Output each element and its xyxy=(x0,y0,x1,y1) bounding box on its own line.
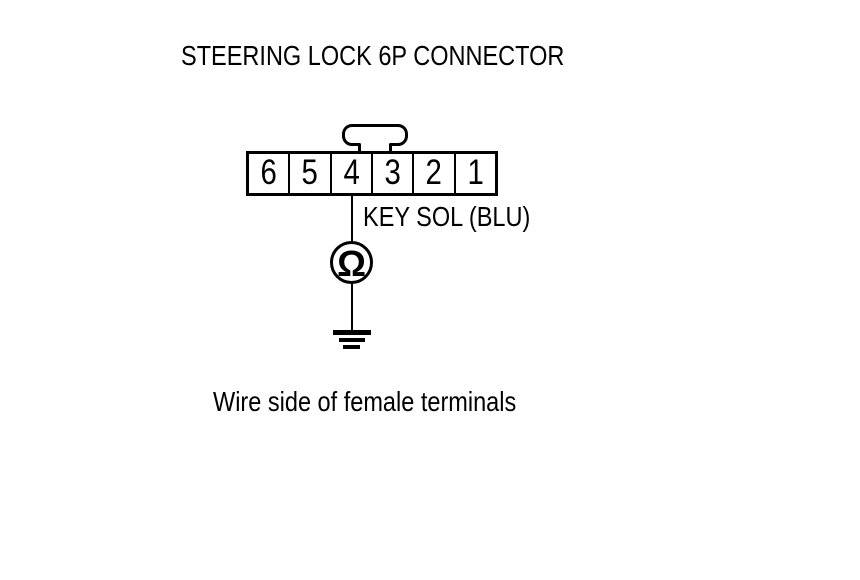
ohmmeter-icon: Ω xyxy=(330,241,373,284)
pin-cell-2: 2 xyxy=(414,153,456,193)
wire-label: KEY SOL (BLU) xyxy=(363,201,531,232)
pin-number: 6 xyxy=(260,153,277,192)
pin-cell-3: 3 xyxy=(373,153,415,193)
pin-cell-1: 1 xyxy=(456,154,495,193)
ground-icon xyxy=(339,338,365,342)
connector-body: 6 5 4 3 2 1 xyxy=(246,151,498,196)
diagram-title: STEERING LOCK 6P CONNECTOR xyxy=(181,40,565,71)
pin-number: 4 xyxy=(343,153,360,192)
ground-icon xyxy=(333,330,371,335)
pin-cell-5: 5 xyxy=(290,153,332,193)
ohm-symbol: Ω xyxy=(337,242,366,284)
wire-segment-lower xyxy=(351,283,353,331)
pin-cell-4: 4 xyxy=(332,154,373,193)
wire-segment-upper xyxy=(351,195,353,242)
pin-number: 5 xyxy=(301,153,319,192)
pin-number: 1 xyxy=(467,153,484,192)
ground-icon xyxy=(343,345,360,349)
pin-cell-6: 6 xyxy=(249,153,291,193)
pin-number: 2 xyxy=(425,153,443,192)
connector-latch-icon xyxy=(342,124,408,153)
pin-number: 3 xyxy=(384,153,401,192)
diagram-caption: Wire side of female terminals xyxy=(213,386,517,417)
